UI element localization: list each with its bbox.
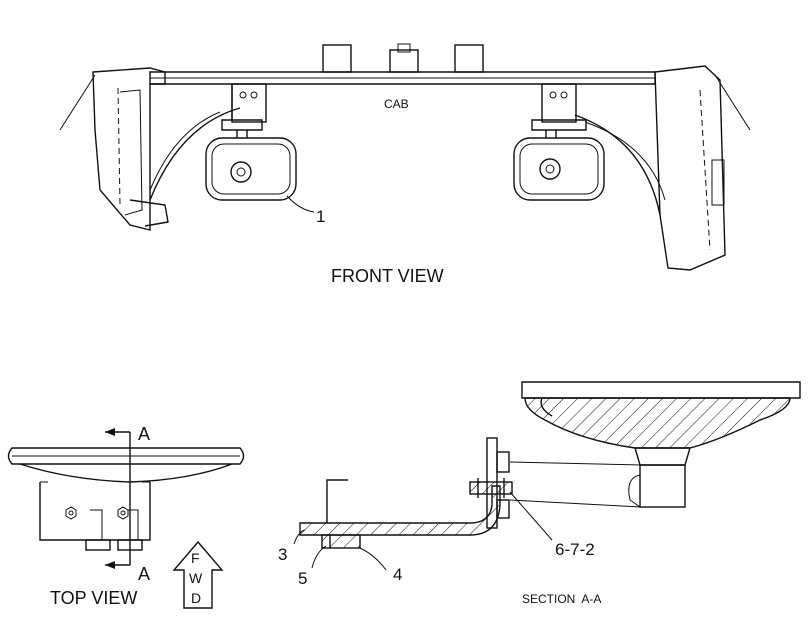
top-view-mirror-head (7, 447, 245, 465)
section-marker-top: A (138, 424, 150, 444)
right-pillar (654, 65, 726, 271)
top-block-left (322, 44, 352, 73)
fwd-arrow-icon (172, 540, 224, 609)
right-arch (574, 114, 661, 216)
callout-1-leader (286, 195, 315, 213)
fwd-letter-f: F (191, 550, 200, 566)
bolt-left-icon (65, 506, 77, 520)
callout-1: 1 (316, 207, 325, 226)
callout-3: 3 (278, 545, 287, 564)
top-block-mid (389, 49, 419, 73)
callout-6-7-2: 6-7-2 (555, 540, 595, 559)
callout-5: 5 (298, 569, 307, 588)
fwd-letter-w: W (189, 570, 203, 586)
section-marker-bottom: A (138, 564, 150, 584)
front-view-title: FRONT VIEW (331, 266, 444, 286)
fwd-letter-d: D (191, 590, 201, 606)
left-arch (149, 107, 241, 201)
mirror-right (513, 137, 605, 201)
section-title: SECTION A-A (522, 592, 601, 606)
front-view: CAB 1 FRONT VIEW (59, 43, 751, 286)
top-view-title: TOP VIEW (50, 588, 137, 608)
clamp-block (321, 534, 361, 549)
top-view: A A TOP VIEW F W D (7, 424, 245, 609)
right-mirror-assembly (513, 83, 605, 201)
left-mirror-assembly (205, 83, 297, 201)
bolt-right-icon (117, 506, 129, 520)
left-pillar (92, 67, 166, 231)
callout-4: 4 (393, 565, 402, 584)
cab-label: CAB (384, 97, 409, 111)
section-a-a: 3 5 4 6-7-2 SECTION A-A (278, 381, 801, 606)
bent-bracket (299, 485, 501, 536)
section-bolt (469, 481, 513, 495)
section-mirror-rim (521, 381, 801, 399)
section-mirror-body (524, 397, 791, 449)
top-block-right (454, 44, 484, 73)
